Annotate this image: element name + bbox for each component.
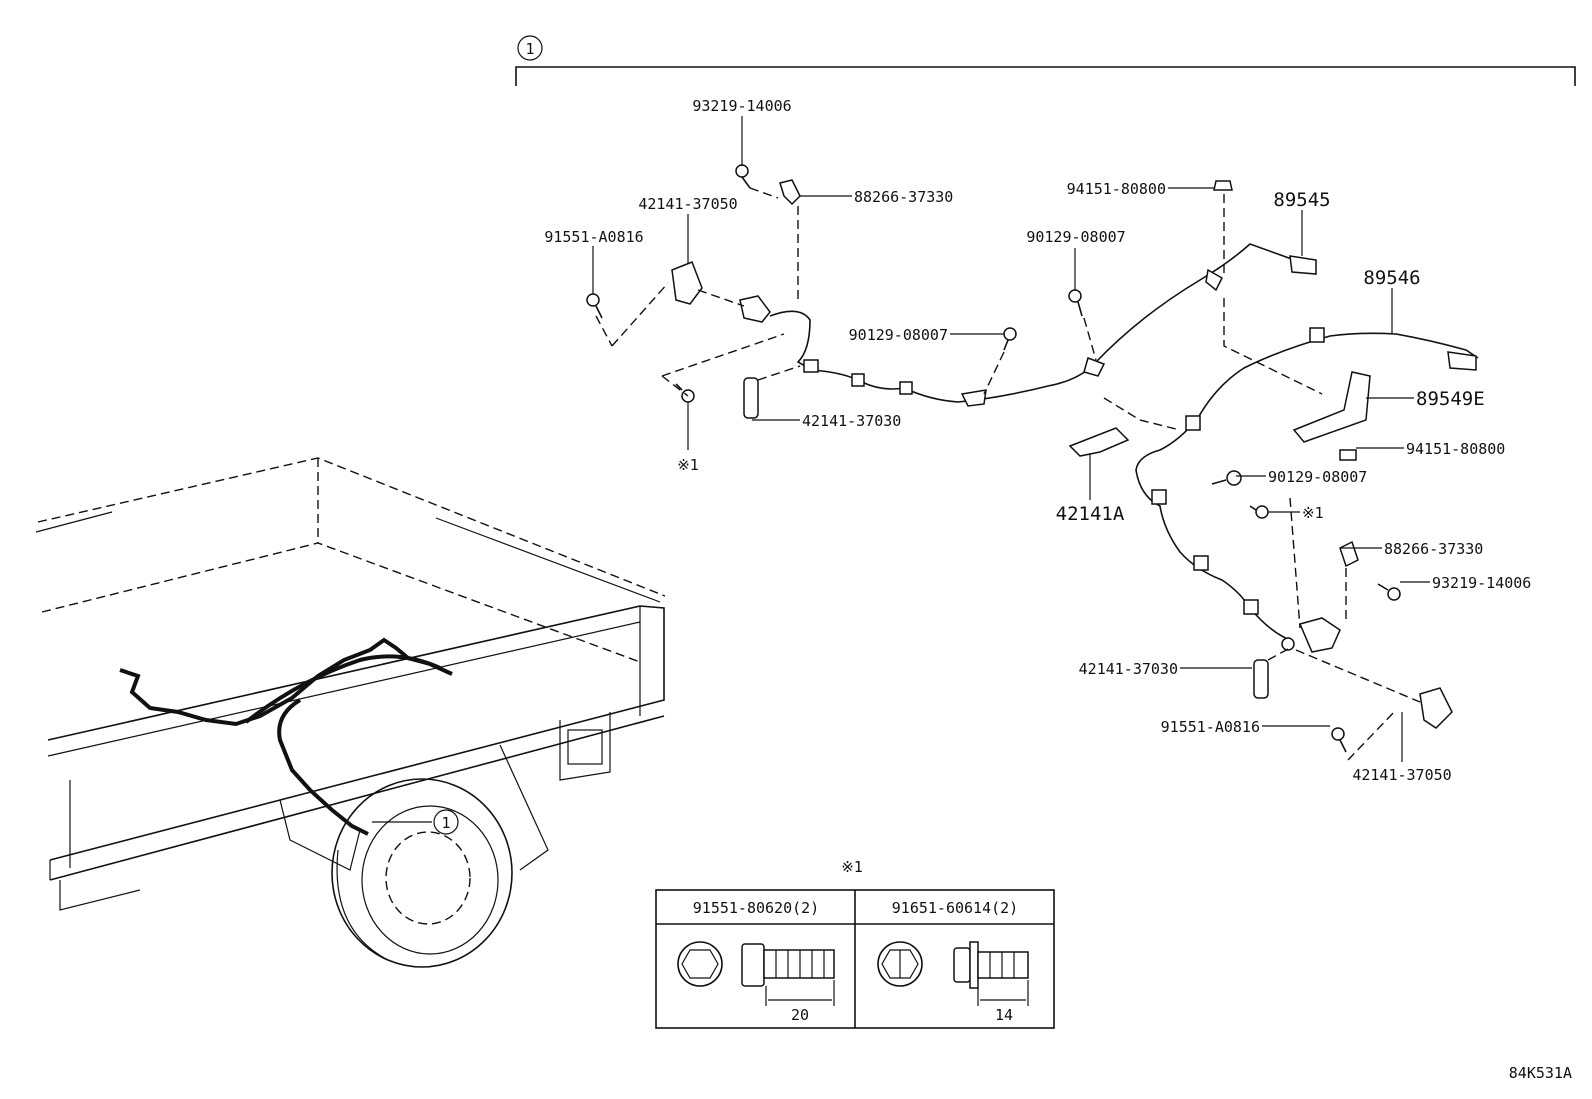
part-number-label: 89545 (1273, 189, 1330, 211)
part-number-label: 93219-14006 (1432, 574, 1531, 592)
note-reference-label: ※1 (677, 456, 699, 474)
part-number-label: 90129-08007 (1026, 228, 1125, 246)
dimension-label-col2: 14 (995, 1006, 1013, 1024)
clamp-icon (1339, 540, 1359, 568)
speed-sensor-icon (739, 295, 771, 323)
dimension-label-col1: 20 (791, 1006, 809, 1024)
part-number-label: 90129-08007 (1268, 468, 1367, 486)
bolt-icon (586, 293, 603, 319)
part-number-label: 42141-37050 (1352, 766, 1451, 784)
leader-lines (592, 116, 1430, 762)
bolt-icon (1249, 505, 1269, 519)
part-number-label: 42141-37050 (638, 195, 737, 213)
bolt-icon (735, 164, 751, 189)
bolt-icon (1377, 583, 1401, 601)
part-number-label: 93219-14006 (692, 97, 791, 115)
bracket-icon (1419, 687, 1453, 729)
bracket-icon (671, 261, 703, 305)
part-number-label: 42141-37030 (802, 412, 901, 430)
group-marker-label: 1 (525, 40, 534, 58)
part-number-label: 90129-08007 (849, 326, 948, 344)
bracket-icon (1292, 371, 1371, 443)
figure-code: 84K531A (1509, 1064, 1572, 1082)
part-number-label: 94151-80800 (1067, 180, 1166, 198)
clamp-icon (779, 179, 801, 206)
part-number-label: 88266-37330 (854, 188, 953, 206)
connector-icon (1447, 351, 1477, 371)
washer-bolt-icon (953, 941, 1029, 989)
bolt-icon (1211, 470, 1242, 486)
nut-icon (1213, 180, 1233, 191)
callout-labels: 93219-14006 88266-37330 42141-37050 9155… (544, 97, 1531, 784)
bolt-icon (1003, 327, 1017, 351)
clip-icon (1253, 659, 1269, 699)
hex-head-icon (677, 941, 723, 987)
part-number-label: 42141-37030 (1079, 660, 1178, 678)
vehicle-marker-label: 1 (441, 814, 450, 832)
bolt-icon (1331, 727, 1347, 753)
flange-bolt-icon (741, 943, 835, 987)
left-harness-assembly (586, 164, 1317, 419)
nut-icon (1339, 449, 1357, 461)
part-number-label: 89549E (1416, 388, 1485, 410)
table-title: ※1 (841, 858, 863, 876)
connector-icon (1289, 255, 1317, 275)
table-header-col2: 91651-60614(2) (892, 899, 1018, 917)
note-reference-label: ※1 (1302, 504, 1324, 522)
bolt-icon (1068, 289, 1083, 317)
group-bracket: 1 (515, 35, 1576, 86)
speed-sensor-icon (1298, 617, 1341, 653)
part-number-label: 91551-A0816 (544, 228, 643, 246)
bracket-icon (1068, 427, 1130, 457)
right-harness-assembly (1068, 298, 1479, 761)
truck-bed-illustration: 1 (35, 457, 666, 968)
part-number-label: 42141A (1056, 503, 1125, 525)
fastener-table: ※1 91551-80620(2) 91651-60614(2) 20 (655, 858, 1055, 1029)
clip-icon (743, 377, 759, 419)
part-number-label: 88266-37330 (1384, 540, 1483, 558)
part-number-label: 94151-80800 (1406, 440, 1505, 458)
part-number-label: 91551-A0816 (1161, 718, 1260, 736)
part-number-label: 89546 (1363, 267, 1420, 289)
washer-head-icon (877, 941, 923, 987)
table-header-col1: 91551-80620(2) (693, 899, 819, 917)
